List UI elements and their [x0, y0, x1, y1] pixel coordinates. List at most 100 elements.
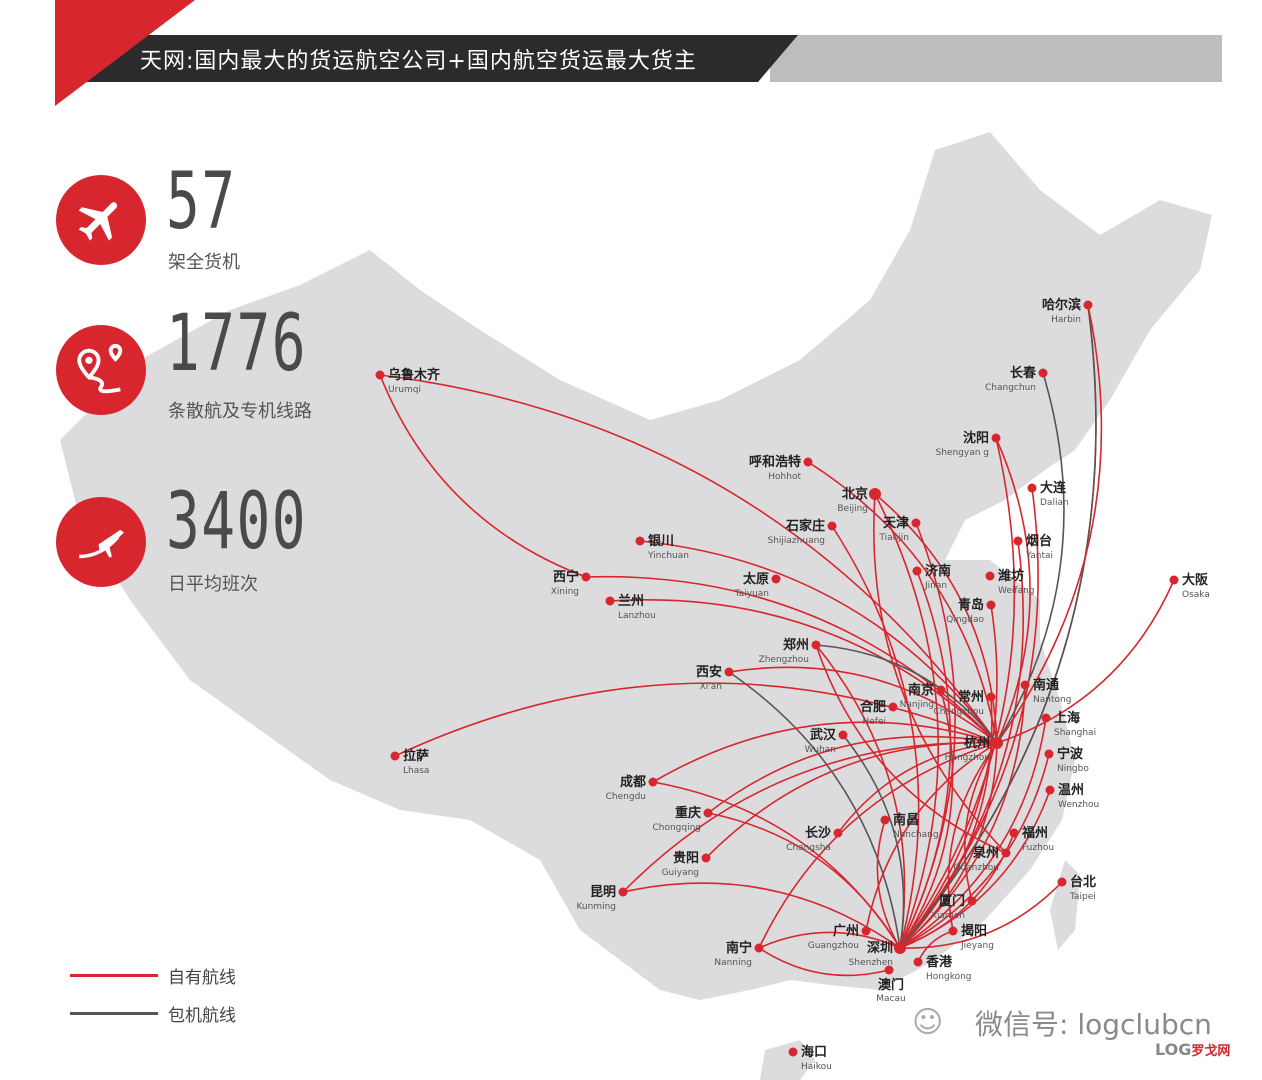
- city-dot-tianjin: [911, 518, 921, 528]
- city-name-cn: 大阪: [1182, 572, 1209, 588]
- city-dot-chongqing: [703, 808, 713, 818]
- city-dot-nantong: [1020, 680, 1030, 690]
- city-dot-jinan: [912, 566, 922, 576]
- route-shenzhen-shijiazhuang: [831, 525, 920, 949]
- header-bar-gray: [770, 35, 1222, 82]
- legend-swatch-red: [70, 974, 158, 977]
- city-dot-qingdao: [986, 600, 996, 610]
- route-shenzhen-beijing: [874, 493, 939, 949]
- city-name-en: Changchun: [985, 383, 1036, 393]
- city-name-en: Lhasa: [403, 766, 429, 776]
- city-name-cn: 长春: [1010, 365, 1037, 381]
- route-hangzhou-urumqi: [379, 374, 998, 744]
- routes-layer: [379, 304, 1175, 977]
- city-dot-jieyang: [948, 926, 958, 936]
- watermark-text: 微信号: logclubcn: [975, 1008, 1212, 1041]
- route-hangzhou-xian: [728, 666, 998, 744]
- city-dot-hohhot: [803, 457, 813, 467]
- city-name-en: Beijing: [837, 504, 868, 514]
- city-name-cn: 西宁: [553, 569, 579, 585]
- city-dot-changzhou: [986, 692, 996, 702]
- airplane-icon: [56, 175, 146, 265]
- stat-value: 57: [166, 157, 237, 247]
- route-hangzhou-lanzhou: [609, 599, 998, 744]
- city-name-en: Xining: [551, 587, 579, 597]
- city-name-cn: 揭阳: [961, 923, 987, 939]
- city-name-en: Taipei: [1069, 892, 1096, 902]
- city-dot-chengdu: [648, 777, 658, 787]
- route-shenzhen-jinan: [899, 570, 952, 949]
- route-hangzhou-changchun: [996, 372, 1065, 744]
- stat-value: 3400: [166, 477, 308, 567]
- route-beijing-quanzhou: [873, 493, 1007, 854]
- city-dot-wenzhou: [1045, 785, 1055, 795]
- city-name-en: Nanjing: [900, 700, 934, 710]
- city-dot-wuhan: [838, 730, 848, 740]
- route-hangzhou-shenyang: [995, 437, 1031, 744]
- city-name-en: Nanchang: [893, 830, 939, 840]
- city-name-en: Lanzhou: [618, 611, 656, 621]
- route-shenzhen-changzhou: [899, 696, 993, 949]
- city-name-en: Yantai: [1025, 551, 1053, 561]
- city-dot-hangzhou: [991, 737, 1003, 749]
- city-name-en: Hefei: [862, 717, 886, 727]
- city-dot-shanghai: [1041, 713, 1051, 723]
- city-dot-nanning: [754, 943, 764, 953]
- city-name-cn: 福州: [1021, 825, 1048, 841]
- city-dot-ningbo: [1044, 749, 1054, 759]
- city-name-cn: 杭州: [964, 735, 990, 751]
- city-name-cn: 南通: [1033, 677, 1059, 693]
- city-name-en: Macau: [876, 994, 905, 1004]
- city-name-cn: 泉州: [973, 845, 999, 861]
- legend-swatch-gray: [70, 1012, 158, 1015]
- city-name-cn: 潍坊: [998, 568, 1024, 584]
- route-urumqi-xining: [379, 374, 587, 578]
- city-name-cn: 重庆: [675, 805, 701, 821]
- route-shenzhen-nanning: [758, 931, 901, 949]
- city-lhasa: 拉萨 Lhasa: [403, 748, 429, 776]
- takeoff-icon: [56, 497, 146, 587]
- route-hangzhou-chengdu: [652, 721, 998, 783]
- city-name-en: Guangzhou: [808, 941, 859, 951]
- route-hangzhou-jieyang: [947, 742, 998, 932]
- route-hangzhou-osaka: [996, 579, 1175, 744]
- city-name-en: Taiyuan: [734, 589, 769, 599]
- city-name-en: Weifang: [998, 586, 1035, 596]
- route-shenzhen-nantong: [899, 684, 1026, 949]
- city-dot-yantai: [1013, 536, 1023, 546]
- city-dot-changchun: [1038, 368, 1048, 378]
- city-name-en: Xiamen: [931, 911, 965, 921]
- route-shenzhen-wuhan: [842, 734, 905, 949]
- route-hangzhou-xiamen: [964, 742, 998, 902]
- city-name-cn: 北京: [842, 486, 868, 502]
- city-name-en: Shenzhen: [849, 958, 893, 968]
- city-dot-taiyuan: [771, 574, 781, 584]
- city-dot-changsha: [833, 828, 843, 838]
- city-dot-nanchang: [880, 815, 890, 825]
- city-name-cn: 南宁: [726, 940, 752, 956]
- city-dot-xiamen: [967, 896, 977, 906]
- route-shenzhen-harbin: [899, 304, 1097, 949]
- city-dot-quanzhou: [1001, 848, 1011, 858]
- stat-label: 日平均班次: [168, 574, 258, 595]
- city-name-en: Harbin: [1051, 315, 1081, 325]
- city-name-cn: 拉萨: [403, 748, 429, 764]
